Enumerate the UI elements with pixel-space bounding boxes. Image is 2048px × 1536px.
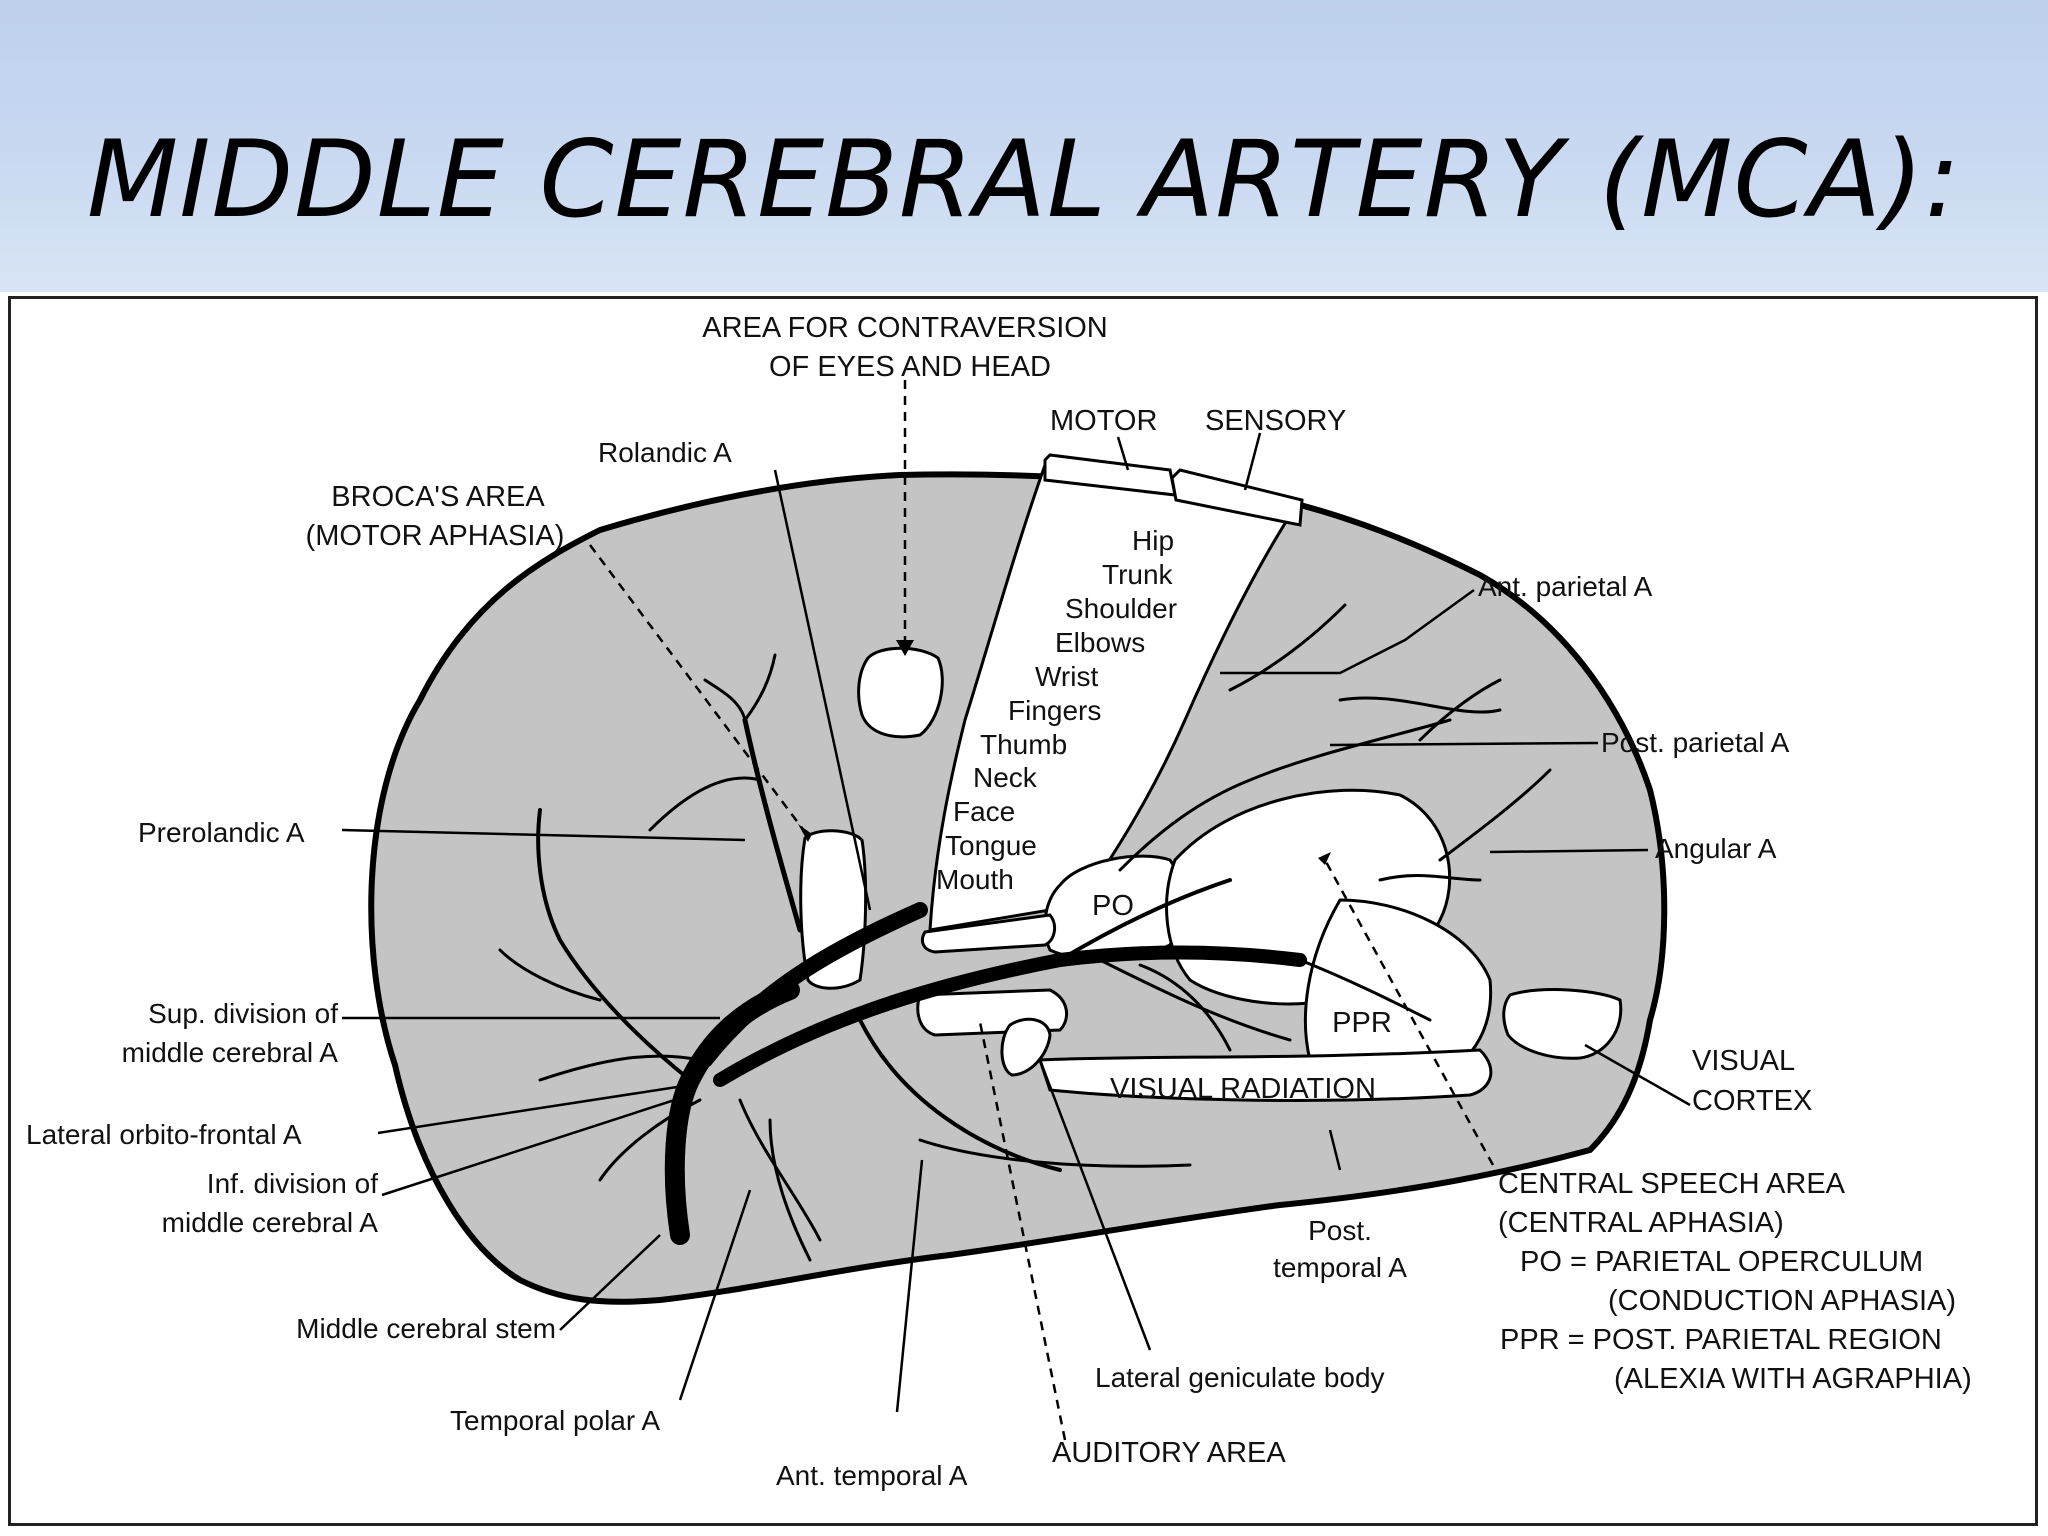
sensory-cap xyxy=(1170,468,1304,527)
label-rolandic: Rolandic A xyxy=(598,437,732,468)
homunculus-mouth: Mouth xyxy=(936,864,1014,895)
arrow-contraversion xyxy=(896,640,914,656)
arrow-brocas xyxy=(798,824,812,842)
label-auditory: AUDITORY AREA xyxy=(1052,1437,1286,1469)
label-inf-division-2: middle cerebral A xyxy=(162,1207,379,1238)
arrow-central-speech xyxy=(1318,852,1331,865)
label-prerolandic: Prerolandic A xyxy=(138,817,305,848)
label-brocas-2: (MOTOR APHASIA) xyxy=(306,520,565,552)
legend-line-3: PO = PARIETAL OPERCULUM xyxy=(1520,1246,1923,1278)
visual-cortex-shape xyxy=(1502,988,1623,1060)
artery-branches xyxy=(498,603,1552,1262)
label-po: PO xyxy=(1092,890,1134,922)
homunculus-shoulder: Shoulder xyxy=(1065,593,1177,624)
dashed-pointers xyxy=(588,380,1495,1441)
label-ant-parietal: Ant. parietal A xyxy=(1478,571,1653,602)
label-visual-cortex-2: CORTEX xyxy=(1692,1085,1812,1117)
homunculus-fingers: Fingers xyxy=(1008,695,1101,726)
contraversion-area xyxy=(857,646,944,739)
label-lateral-orbito-frontal: Lateral orbito-frontal A xyxy=(26,1119,302,1150)
homunculus-neck: Neck xyxy=(973,762,1038,793)
visual-radiation-shape xyxy=(1037,1048,1493,1102)
label-brocas-1: BROCA'S AREA xyxy=(331,481,545,513)
homunculus-tongue: Tongue xyxy=(945,830,1037,861)
label-ppr: PPR xyxy=(1332,1007,1392,1039)
leader-lines xyxy=(341,432,1691,1413)
label-post-temporal-1: Post. xyxy=(1308,1215,1372,1246)
legend: CENTRAL SPEECH AREA (CENTRAL APHASIA) PO… xyxy=(1498,1168,1972,1395)
label-ant-temporal: Ant. temporal A xyxy=(776,1460,968,1491)
label-sensory: SENSORY xyxy=(1205,405,1346,437)
sup-division-trunk xyxy=(697,902,928,1068)
label-visual-cortex-1: VISUAL xyxy=(1692,1045,1795,1077)
label-temporal-polar: Temporal polar A xyxy=(450,1405,660,1436)
homunculus-trunk: Trunk xyxy=(1102,559,1174,590)
sensorimotor-strip xyxy=(928,463,1303,932)
label-angular: Angular A xyxy=(1655,833,1777,864)
title-banner: MIDDLE CEREBRAL ARTERY (MCA): xyxy=(0,0,2048,292)
mouth-area-shape xyxy=(921,913,1057,954)
label-post-temporal-2: temporal A xyxy=(1273,1252,1407,1283)
legend-line-5: PPR = POST. PARIETAL REGION xyxy=(1500,1324,1942,1356)
label-contraversion-1: AREA FOR CONTRAVERSION xyxy=(702,312,1108,344)
legend-line-2: (CENTRAL APHASIA) xyxy=(1498,1207,1784,1239)
slide-title: MIDDLE CEREBRAL ARTERY (MCA): xyxy=(86,118,1962,241)
label-mca-stem: Middle cerebral stem xyxy=(296,1313,556,1344)
homunculus-thumb: Thumb xyxy=(980,729,1067,760)
legend-line-4: (CONDUCTION APHASIA) xyxy=(1608,1285,1956,1317)
legend-line-6: (ALEXIA WITH AGRAPHIA) xyxy=(1614,1363,1972,1395)
label-contraversion-2: OF EYES AND HEAD xyxy=(769,351,1051,383)
legend-line-1: CENTRAL SPEECH AREA xyxy=(1498,1168,1846,1200)
homunculus-face: Face xyxy=(953,796,1015,827)
label-lateral-geniculate: Lateral geniculate body xyxy=(1095,1362,1385,1393)
homunculus-hip: Hip xyxy=(1132,525,1174,556)
homunculus-elbows: Elbows xyxy=(1055,627,1145,658)
label-post-parietal: Post. parietal A xyxy=(1601,727,1790,758)
label-sup-division-1: Sup. division of xyxy=(148,998,338,1029)
label-visual-radiation: VISUAL RADIATION xyxy=(1110,1073,1376,1105)
label-motor: MOTOR xyxy=(1050,405,1157,437)
lateral-geniculate-shape xyxy=(1000,1017,1052,1077)
label-inf-division-1: Inf. division of xyxy=(207,1168,378,1199)
inf-division-trunk xyxy=(713,945,1307,1087)
homunculus-wrist: Wrist xyxy=(1035,661,1098,692)
label-sup-division-2: middle cerebral A xyxy=(122,1037,339,1068)
